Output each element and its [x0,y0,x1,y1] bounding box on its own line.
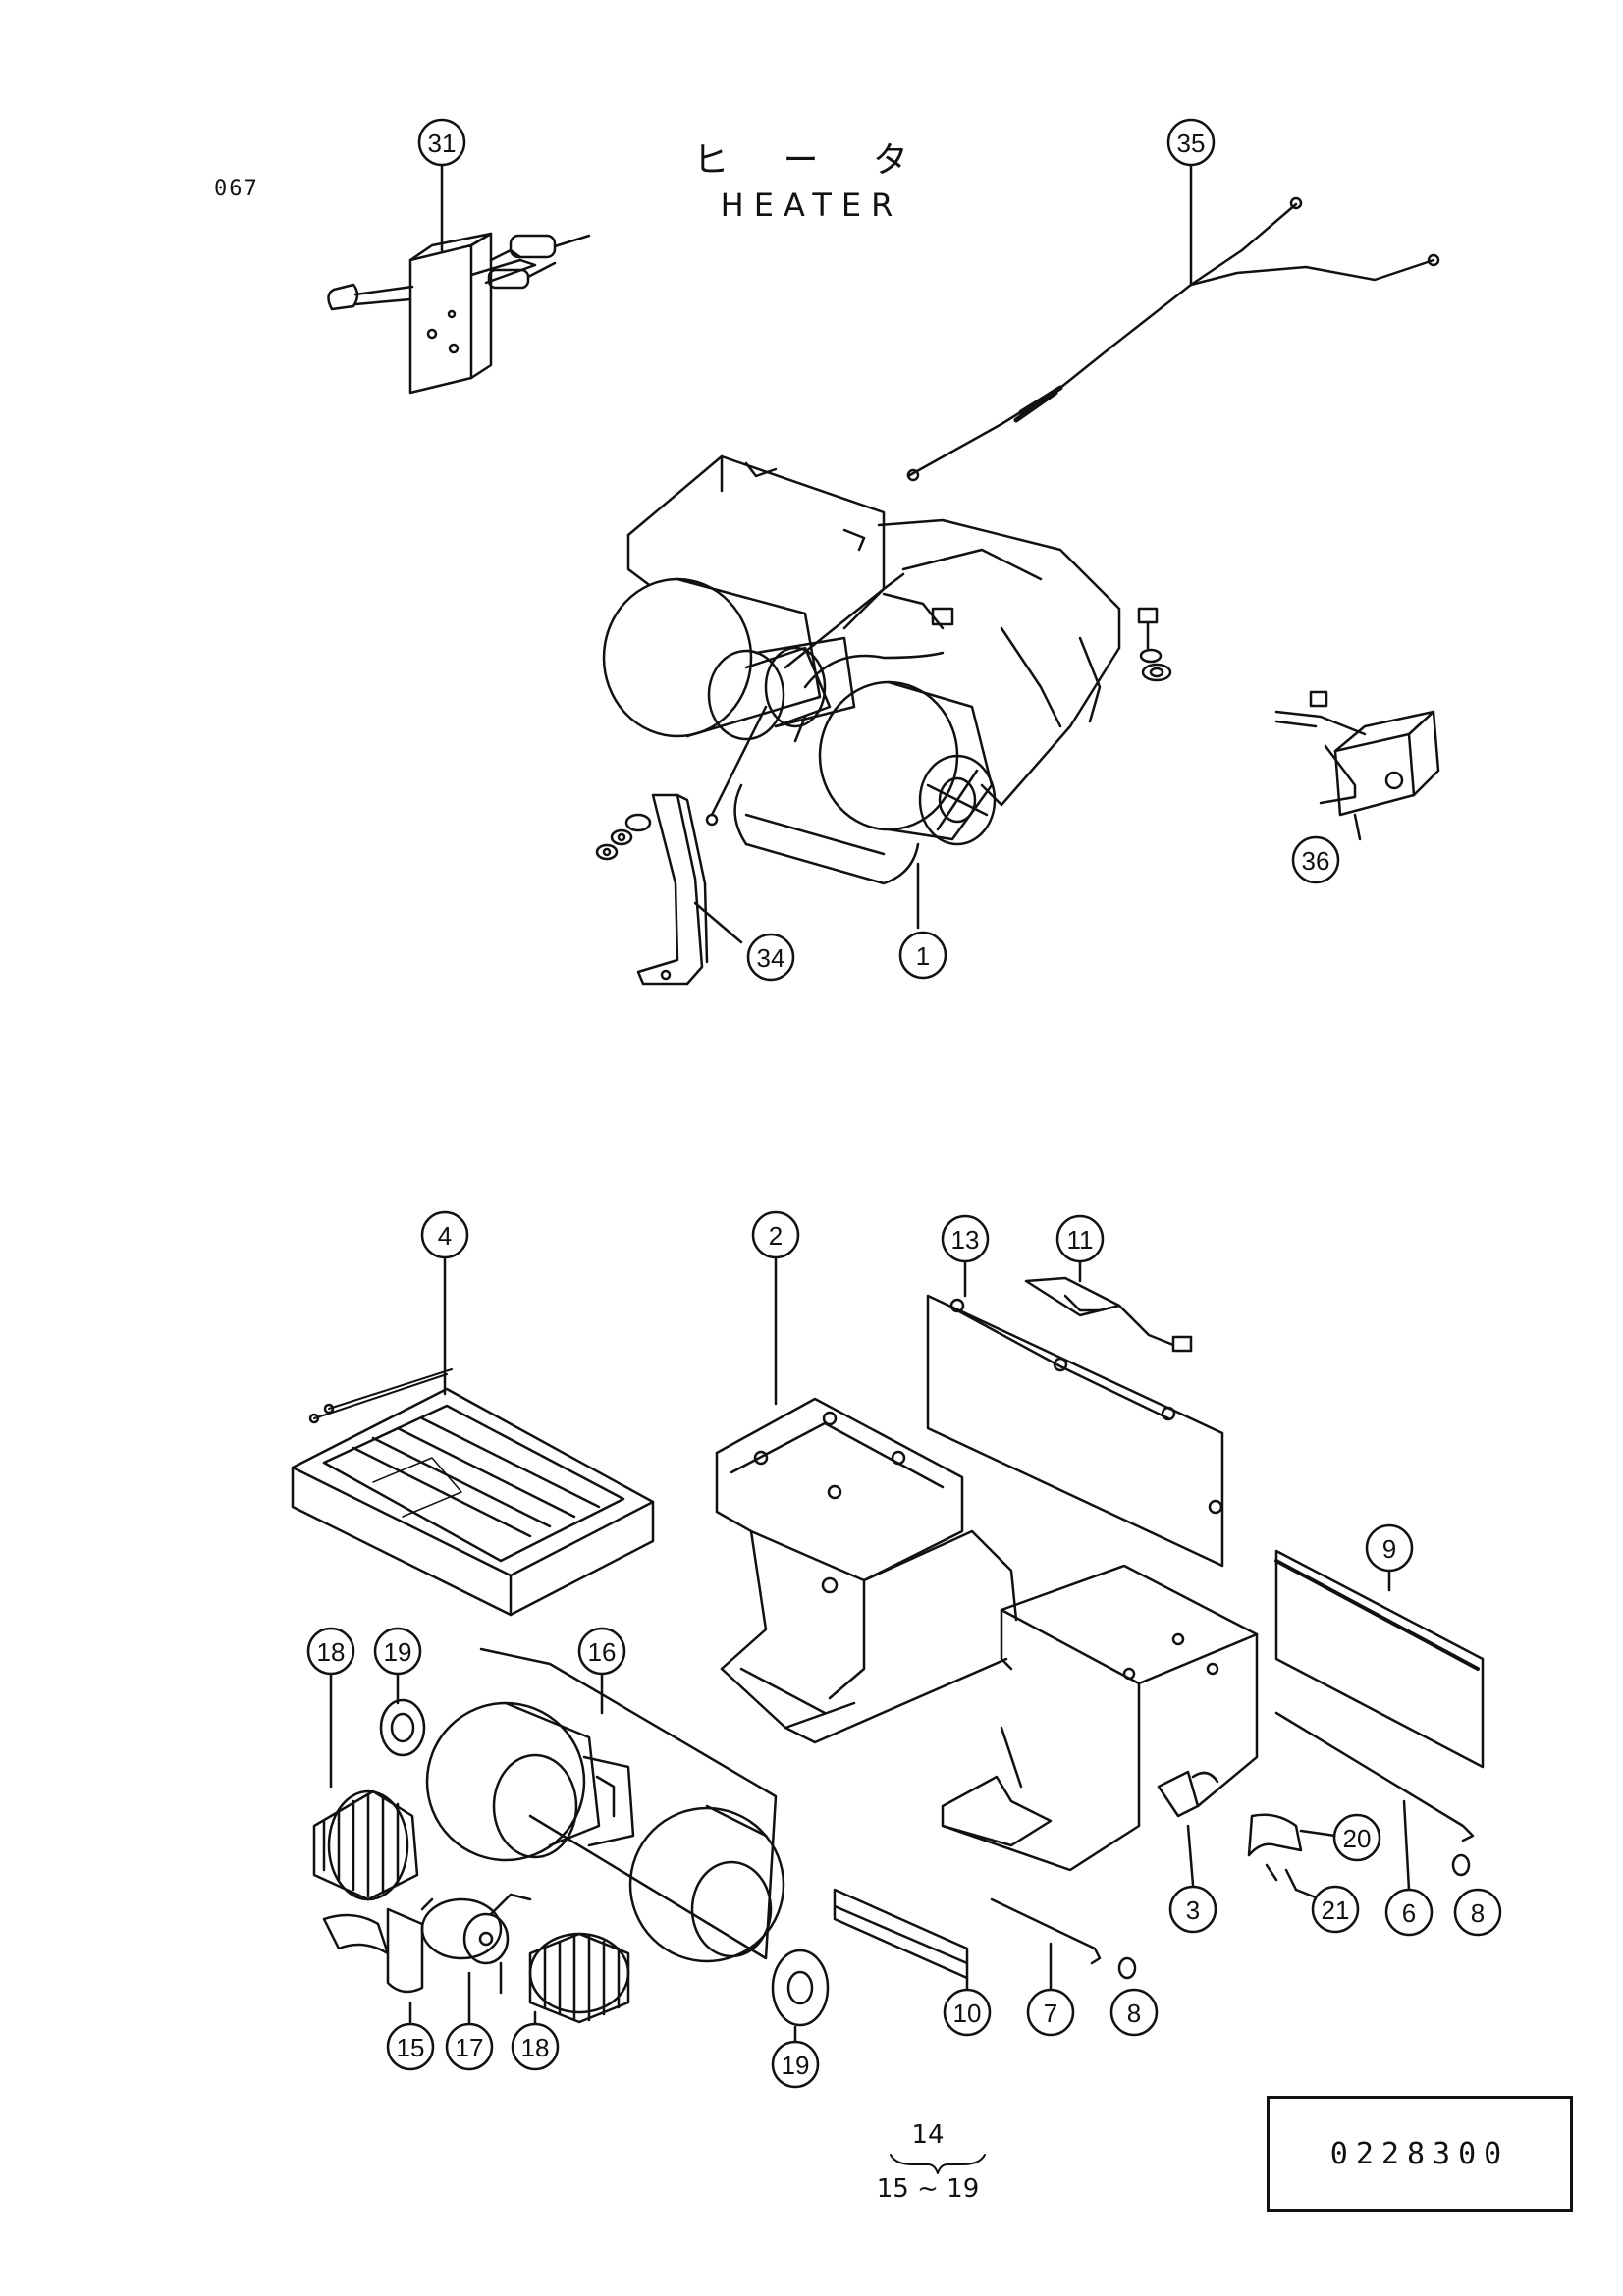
callout-20: 20 [1343,1824,1372,1853]
callout-6: 6 [1402,1898,1416,1928]
callout-circle-7 [1026,1988,1075,2037]
callout-circle-11 [1055,1214,1105,1263]
part-1-heater-assembly [602,454,1121,930]
callout-circle-19b [771,2040,820,2089]
callout-16: 16 [588,1637,617,1667]
callout-circle-6 [1384,1888,1434,1937]
callout-circle-4 [420,1210,469,1259]
callout-circle-9 [1365,1523,1414,1573]
callout-circle-35 [1166,118,1216,167]
reference-top: 14 [911,2120,945,2150]
part-10-strip [833,1888,969,2004]
part-36-resistor [1274,690,1440,841]
part-34-bracket [595,793,743,986]
part-18-fan-right [528,1932,630,2039]
part-20-lever [1247,1813,1337,1857]
callout-7: 7 [1044,1999,1057,2028]
callout-circle-8a [1109,1988,1159,2037]
callout-circle-31 [417,118,466,167]
callout-circle-18b [511,2022,560,2071]
callout-circle-1 [898,931,947,980]
page-number: 067 [214,177,259,201]
drawing-code-box: 0228300 [1267,2096,1573,2212]
callout-circle-34 [746,933,795,982]
callout-13: 13 [951,1225,980,1255]
part-8-cap-center [1117,1956,1137,1980]
part-18-fan-left [312,1672,419,1901]
title-english: HEATER [720,187,903,224]
callout-circle-18a [306,1627,355,1676]
callout-circle-10 [943,1988,992,2037]
part-4-heater-core [291,1255,655,1617]
callout-18-lower: 18 [521,2033,550,2062]
callout-11: 11 [1067,1225,1094,1255]
callout-17: 17 [456,2033,484,2062]
callout-circle-3 [1168,1885,1217,1934]
callout-35: 35 [1177,129,1206,158]
callout-circle-15 [386,2022,435,2071]
callout-circle-16 [577,1627,626,1676]
callout-10: 10 [953,1999,982,2028]
callout-circle-21 [1311,1885,1360,1934]
callout-19-lower: 19 [782,2051,810,2080]
callout-21: 21 [1322,1896,1350,1925]
callout-15: 15 [397,2033,425,2062]
part-13-cover [926,1259,1224,1568]
callout-3: 3 [1186,1896,1200,1925]
part-15-clip [322,1907,424,2024]
part-19-seal-upper [379,1672,426,1757]
part-35-harness [906,163,1440,482]
part-17-motor [420,1893,532,2024]
callout-circle-2 [751,1210,800,1259]
callout-31: 31 [428,129,457,158]
part-16-scroll-housing [425,1647,785,1963]
callout-18-upper: 18 [317,1637,346,1667]
callout-36: 36 [1302,846,1330,876]
part-11-switch [1024,1259,1193,1353]
drawing-code: 0228300 [1329,2136,1510,2171]
callout-circle-19a [373,1627,422,1676]
title-japanese: ヒ ー タ [693,140,930,181]
callout-1: 1 [916,941,930,971]
callout-8-right: 8 [1471,1898,1485,1928]
part-31-bracket [327,163,591,395]
bolts-washers [1137,607,1172,682]
part-21-screws [1265,1863,1323,1901]
part-8-cap-right [1451,1853,1471,1877]
callout-circle-36 [1291,835,1340,884]
part-3-case [941,1564,1259,1887]
callout-8-center: 8 [1127,1999,1141,2028]
part-6-rod [1274,1711,1475,1892]
part-2-housing [715,1255,1018,1744]
callout-circle-17 [445,2022,494,2071]
callout-circle-20 [1332,1813,1381,1862]
reference-bottom: 15 ~ 19 [876,2174,980,2204]
part-7-rod [990,1897,1102,1995]
callout-4: 4 [438,1221,452,1251]
part-19-seal-lower [771,1949,830,2044]
callout-19-upper: 19 [384,1637,412,1667]
callout-circle-13 [941,1214,990,1263]
callout-34: 34 [757,943,785,973]
callout-circle-8b [1453,1888,1502,1937]
callout-2: 2 [769,1221,783,1251]
callout-9: 9 [1382,1534,1396,1564]
part-9-filter [1274,1549,1485,1769]
